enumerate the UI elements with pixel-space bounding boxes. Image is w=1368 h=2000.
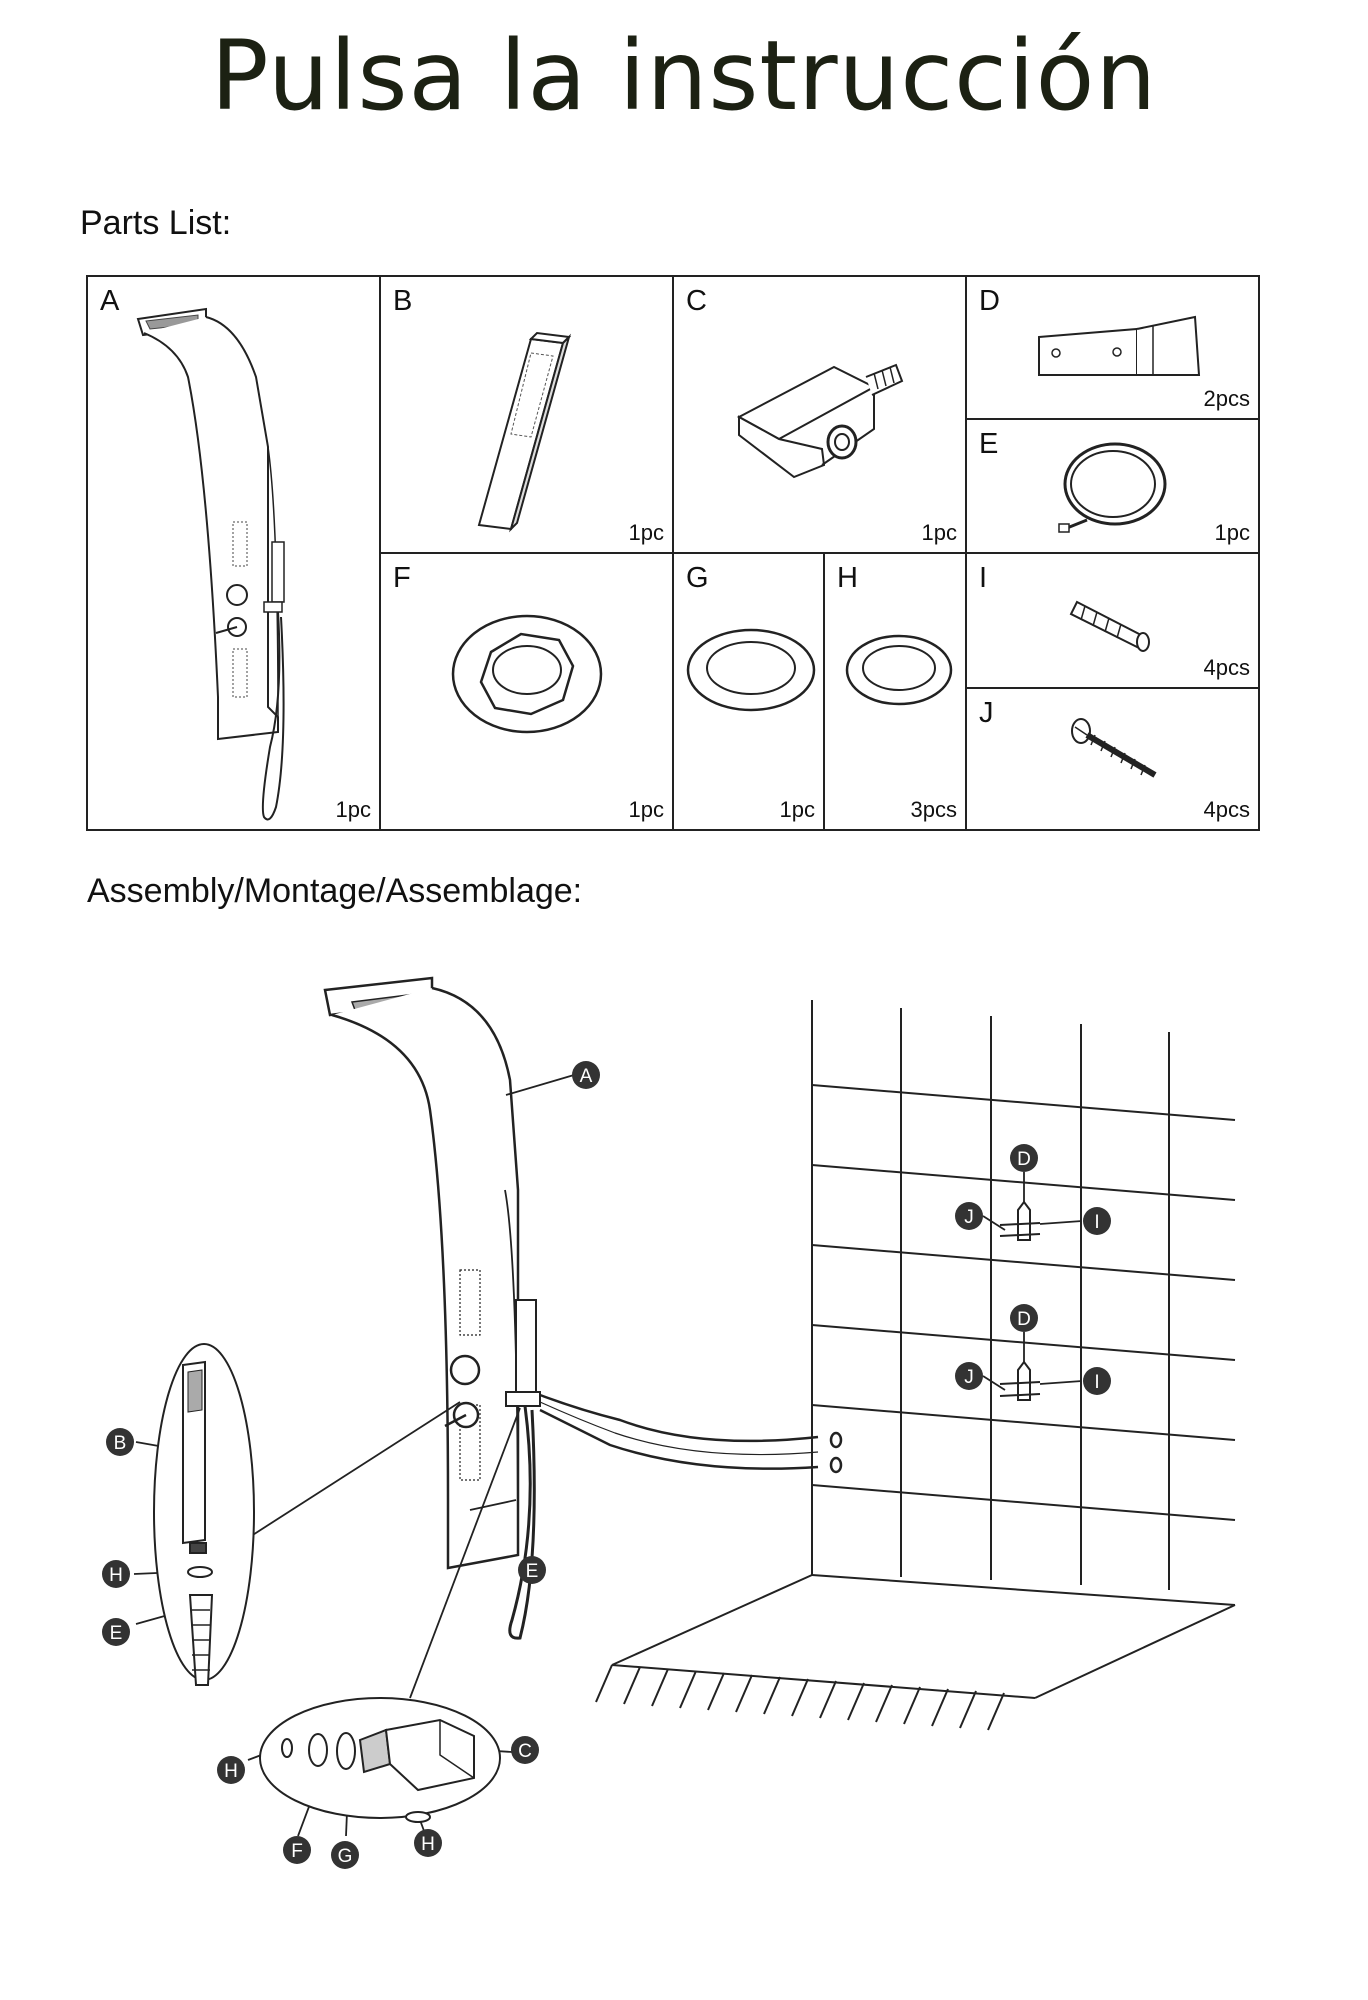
part-cell-g: G 1pc (672, 552, 825, 831)
parts-list-heading: Parts List: (80, 204, 232, 242)
part-letter: E (979, 428, 999, 460)
gasket-small-drawing (845, 634, 953, 706)
wall-fixing-lower (999, 1360, 1041, 1401)
callout-g: G (331, 1841, 359, 1869)
part-qty: 4pcs (1203, 655, 1250, 680)
part-cell-h: H 3pcs (823, 552, 967, 831)
callout-h-bottom: H (414, 1829, 442, 1857)
part-qty: 1pc (628, 520, 664, 545)
part-cell-i: I 4pcs (965, 552, 1260, 689)
callout-h-bottom-left: H (217, 1756, 245, 1784)
callout-label-j: J (964, 1367, 974, 1388)
assembly-heading: Assembly/Montage/Assemblage: (87, 872, 583, 910)
callout-d-lower: D (1010, 1304, 1038, 1332)
hand-shower-drawing (477, 331, 572, 533)
callout-label-d: D (1017, 1149, 1031, 1170)
shower-panel-drawing (136, 307, 285, 821)
callout-label-i: I (1094, 1212, 1099, 1233)
wall-bracket-drawing (736, 363, 904, 479)
part-cell-j: J 4pcs (965, 687, 1260, 831)
part-letter: H (837, 562, 858, 594)
callout-label-h: H (421, 1834, 435, 1855)
hose-drawing (1058, 442, 1167, 533)
screw-drawing (1071, 718, 1157, 778)
callout-label-d: D (1017, 1309, 1031, 1330)
part-qty: 1pc (779, 797, 815, 822)
callout-label-h: H (224, 1761, 238, 1782)
callout-e-panel: E (518, 1556, 546, 1584)
callout-e-left: E (102, 1618, 130, 1646)
page-title: Pulsa la instrucción (210, 20, 1158, 132)
floor-hatch (595, 1664, 1005, 1731)
part-qty: 1pc (921, 520, 957, 545)
callout-label-g: G (338, 1846, 353, 1867)
detail-wall-bracket (259, 1697, 501, 1823)
callout-i-upper: I (1083, 1207, 1111, 1235)
part-qty: 1pc (628, 797, 664, 822)
callout-label-b: B (114, 1433, 127, 1454)
shower-panel-assembly (323, 976, 520, 1570)
part-cell-c: C 1pc (672, 275, 967, 554)
callout-b: B (106, 1428, 134, 1456)
assembly-diagram: A D J I D J I E B H E H (102, 976, 1236, 1869)
gasket-large-drawing (686, 628, 816, 712)
callout-j-upper: J (955, 1202, 983, 1230)
wall-plug-drawing (1069, 600, 1150, 652)
part-qty: 1pc (335, 797, 371, 822)
part-cell-e: E 1pc (965, 418, 1260, 554)
callout-label-a: A (580, 1066, 593, 1087)
callout-f: F (283, 1836, 311, 1864)
callout-j-lower: J (955, 1362, 983, 1390)
callout-label-f: F (291, 1841, 303, 1862)
flange-drawing (451, 614, 603, 734)
mounting-bracket-drawing (1038, 315, 1201, 376)
hand-shower-mounted (505, 1299, 541, 1640)
part-cell-d: D 2pcs (965, 275, 1260, 420)
part-qty: 1pc (1214, 520, 1250, 545)
callout-c: C (511, 1736, 539, 1764)
part-cell-a: A 1pc (86, 275, 381, 831)
wall-fixing-upper (999, 1200, 1041, 1241)
callout-a: A (572, 1061, 600, 1089)
part-qty: 4pcs (1203, 797, 1250, 822)
part-letter: C (686, 285, 707, 317)
part-qty: 2pcs (1203, 386, 1250, 411)
part-letter: J (979, 697, 994, 729)
supply-pipes (539, 1393, 843, 1474)
part-letter: I (979, 562, 988, 594)
part-letter: F (393, 562, 411, 594)
part-letter: A (100, 285, 120, 317)
part-letter: B (393, 285, 413, 317)
callout-h-left: H (102, 1560, 130, 1588)
part-cell-f: F 1pc (379, 552, 674, 831)
callout-i-lower: I (1083, 1367, 1111, 1395)
part-qty: 3pcs (910, 797, 957, 822)
part-cell-b: B 1pc (379, 275, 674, 554)
callout-label-e: E (526, 1561, 539, 1582)
part-letter: G (686, 562, 709, 594)
detail-hand-shower (153, 1343, 255, 1686)
part-letter: D (979, 285, 1000, 317)
callout-label-c: C (518, 1741, 532, 1762)
callout-label-h: H (109, 1565, 123, 1586)
leader-lines (133, 1074, 1083, 1840)
callout-d-upper: D (1010, 1144, 1038, 1172)
callout-label-e: E (110, 1623, 123, 1644)
tile-wall (611, 1000, 1236, 1699)
callout-label-i: I (1094, 1372, 1099, 1393)
callout-label-j: J (964, 1207, 974, 1228)
